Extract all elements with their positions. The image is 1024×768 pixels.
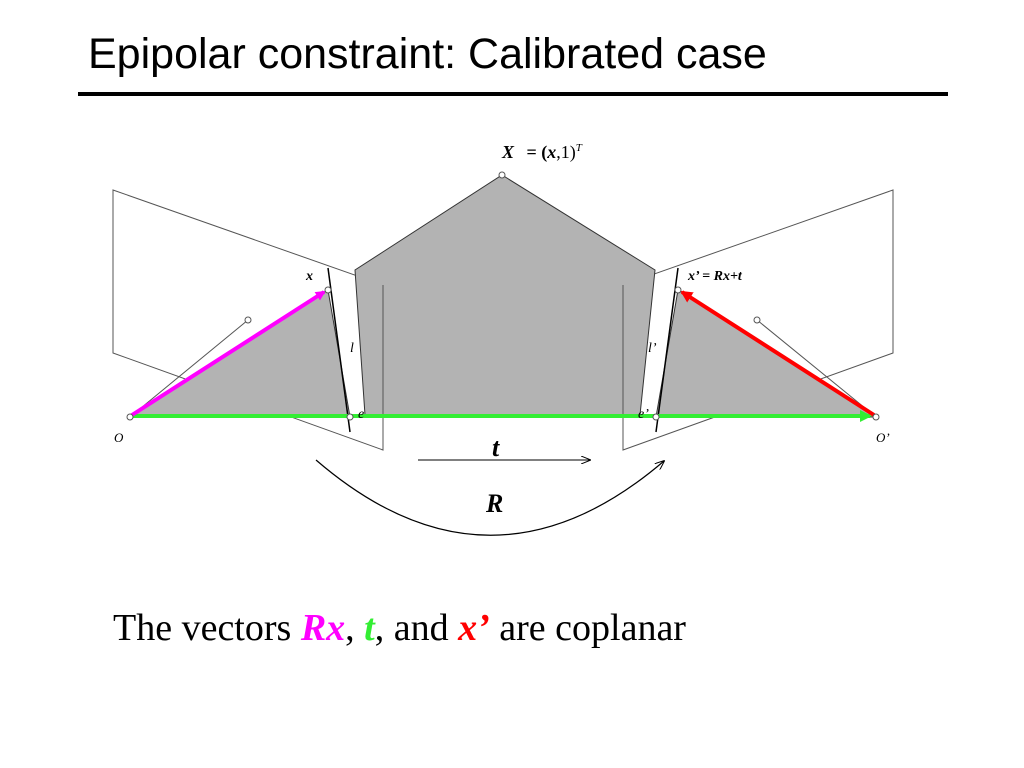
label-O-prime: O’ xyxy=(876,430,890,445)
point-x-prime-marker xyxy=(674,286,682,294)
vector-x-prime xyxy=(680,290,876,417)
label-e-prime: e’ xyxy=(638,407,649,422)
right-principal-point xyxy=(753,316,761,324)
camera-center-O-prime-marker xyxy=(872,413,880,421)
label-point-X: X = (x,1)T xyxy=(501,142,583,163)
caption-rx: Rx xyxy=(300,607,346,649)
caption-t: t xyxy=(364,607,375,649)
caption-prefix: The vectors xyxy=(113,607,301,649)
point-x-marker xyxy=(324,286,332,294)
label-e: e xyxy=(358,407,364,422)
label-l-prime: l’ xyxy=(648,341,657,356)
point-X-marker xyxy=(498,171,506,179)
label-l: l xyxy=(350,341,354,356)
epipolar-line-l xyxy=(327,267,351,433)
caption: The vectors Rx, t, and x’ are coplanar xyxy=(113,606,686,650)
epipolar-plane xyxy=(354,174,656,416)
left-principal-point xyxy=(244,316,252,324)
label-x: x xyxy=(305,269,313,284)
right-optical-axis xyxy=(756,319,877,418)
title-underline xyxy=(78,92,948,96)
caption-sep1: , xyxy=(345,607,365,649)
camera-center-O-marker xyxy=(126,413,134,421)
caption-sep2: , and xyxy=(374,607,459,649)
epipole-e-prime-marker xyxy=(652,413,660,421)
caption-suffix: are coplanar xyxy=(489,607,686,649)
left-optical-axis xyxy=(129,319,249,418)
caption-x-prime: x’ xyxy=(458,607,490,649)
label-O: O xyxy=(114,430,124,445)
label-t: t xyxy=(492,433,500,462)
label-x-prime: x’ = Rx+t xyxy=(687,269,743,284)
label-R: R xyxy=(485,489,503,518)
vector-rx xyxy=(130,290,326,417)
epipole-e-marker xyxy=(346,413,354,421)
rotation-arrow xyxy=(315,460,664,536)
epipolar-line-l-prime xyxy=(655,267,679,433)
slide-title: Epipolar constraint: Calibrated case xyxy=(88,30,767,78)
